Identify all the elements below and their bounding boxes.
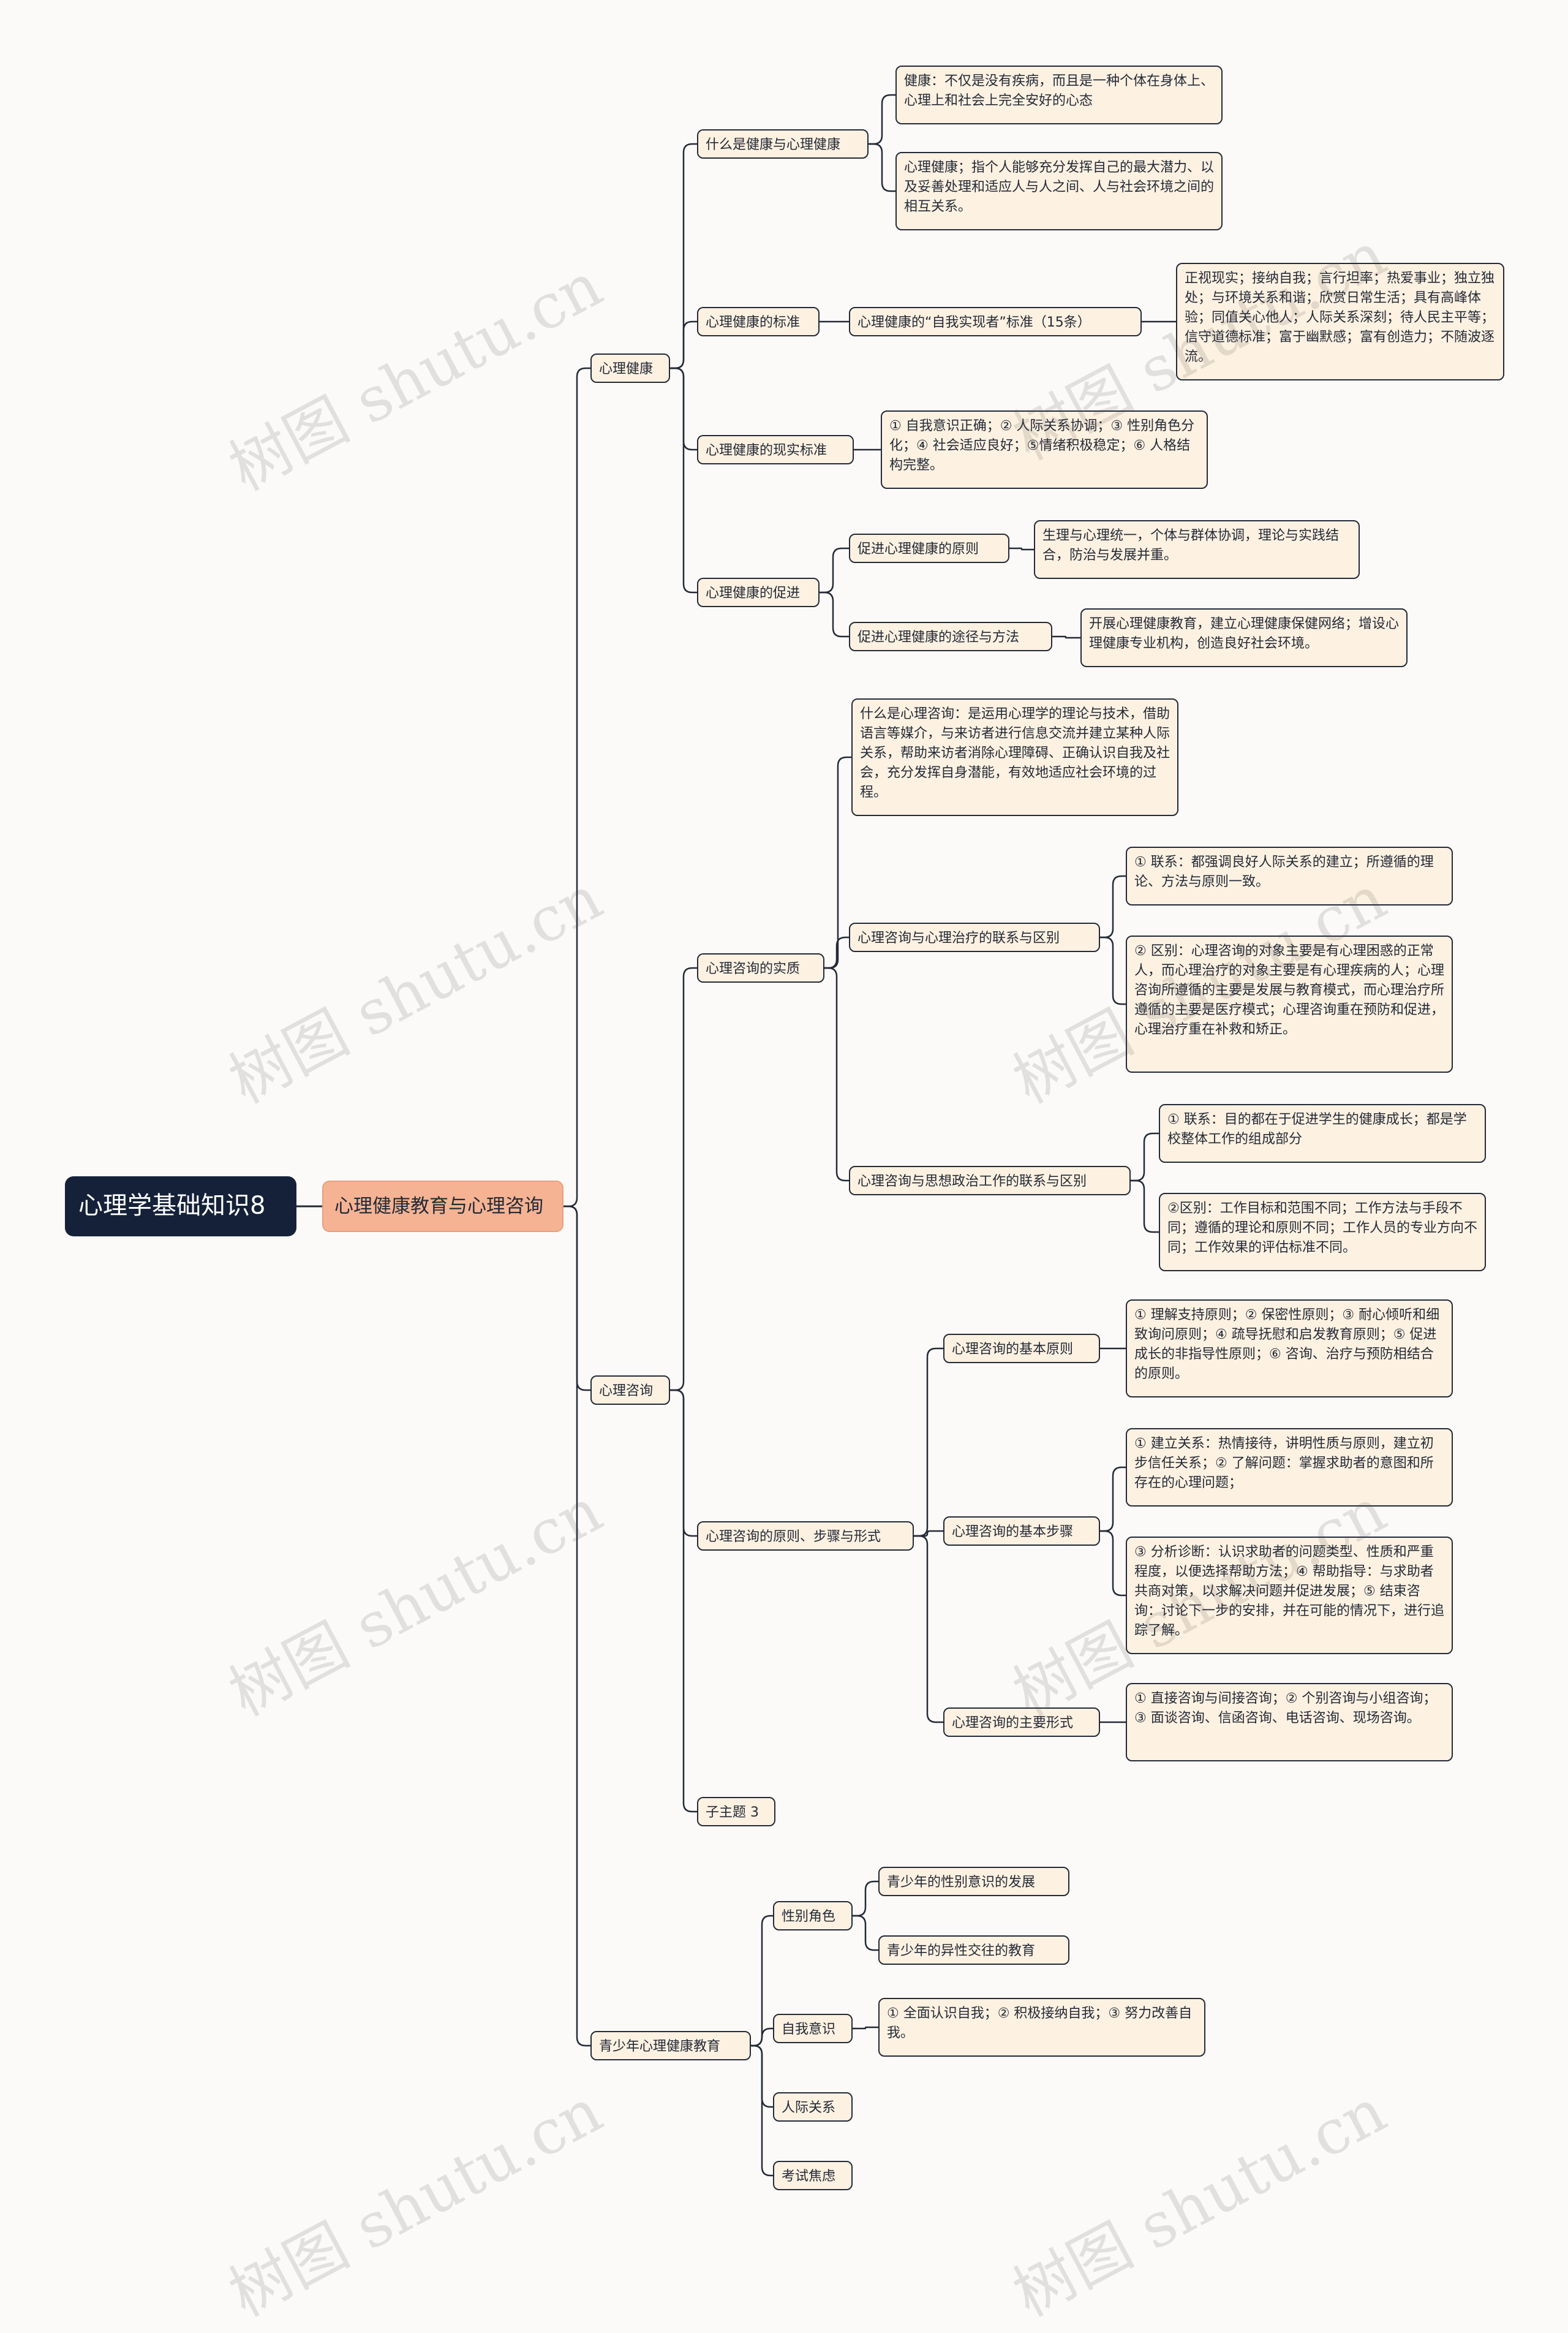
node-xljk[interactable]: 心理健康 — [590, 354, 670, 383]
connector-sizheng-sizheng-qb — [1131, 1179, 1159, 1233]
connector-yzbx-buzhou — [914, 1530, 943, 1537]
node-yuanze[interactable]: 促进心理健康的原则 — [849, 534, 1009, 563]
node-zwyz-detail[interactable]: ① 全面认识自我；② 积极接纳自我；③ 努力改善自我。 — [878, 1998, 1205, 2057]
node-xingshi-detail[interactable]: ① 直接咨询与间接咨询；② 个别咨询与小组咨询；③ 面谈咨询、信函咨询、电话咨询… — [1126, 1683, 1453, 1761]
connector-cujin-tujing — [820, 591, 849, 638]
node-xingshi[interactable]: 心理咨询的主要形式 — [943, 1707, 1100, 1737]
connector-zhiliao-zhiliao-qb — [1100, 936, 1126, 1005]
node-root[interactable]: 心理学基础知识8 — [65, 1176, 296, 1236]
connector-lines — [296, 94, 1176, 2177]
connector-xbjs-xbjs-1 — [853, 1880, 878, 1917]
node-xianshi[interactable]: 心理健康的现实标准 — [697, 435, 854, 464]
connector-tujing-tujing-detail — [1052, 635, 1080, 639]
connector-yzbx-xingshi — [914, 1535, 943, 1723]
node-tujing-detail[interactable]: 开展心理健康教育，建立心理健康保健网络；增设心理健康专业机构，创造良好社会环境。 — [1080, 608, 1408, 667]
node-shizhi[interactable]: 心理咨询的实质 — [697, 953, 824, 983]
node-sizheng[interactable]: 心理咨询与思想政治工作的联系与区别 — [849, 1166, 1131, 1195]
connector-zwyz-zwyz-detail — [853, 2026, 878, 2030]
node-shizhi-detail[interactable]: 什么是心理咨询：是运用心理学的理论与技术，借助语言等媒介，与来访者进行信息交流并… — [851, 698, 1178, 816]
node-jk-def[interactable]: 健康：不仅是没有疾病，而且是一种个体在身体上、心理上和社会上完全安好的心态 — [895, 66, 1223, 124]
node-jbyz[interactable]: 心理咨询的基本原则 — [943, 1334, 1100, 1363]
node-jbyz-detail[interactable]: ① 理解支持原则；② 保密性原则；③ 耐心倾听和细致询问原则；④ 疏导抚慰和启发… — [1126, 1299, 1453, 1397]
node-tujing[interactable]: 促进心理健康的途径与方法 — [849, 622, 1052, 651]
connector-zhiliao-zhiliao-lx — [1100, 875, 1126, 939]
connector-qsn-xbjs — [751, 1915, 773, 2047]
connector-yuanze-yuanze-detail — [1009, 547, 1034, 551]
connector-buzhou-buzhou-1 — [1100, 1466, 1126, 1532]
connector-xlzx-zizhuti — [670, 1389, 697, 1813]
node-buzhou-1[interactable]: ① 建立关系：热情接待，讲明性质与原则，建立初步信任关系；② 了解问题：掌握求助… — [1126, 1428, 1453, 1507]
node-buzhou[interactable]: 心理咨询的基本步骤 — [943, 1516, 1100, 1546]
node-sizheng-qb[interactable]: ②区别：工作目标和范围不同；工作方法与手段不同；遵循的理论和原则不同；工作人员的… — [1159, 1193, 1486, 1271]
connector-main-xljk — [564, 367, 590, 1208]
connector-buzhou-buzhou-2 — [1100, 1530, 1126, 1597]
connector-xlzx-shizhi — [670, 967, 697, 1391]
node-zwsx-detail[interactable]: 正视现实；接纳自我；言行坦率；热爱事业；独立独处；与环境关系和谐；欣赏日常生活；… — [1176, 263, 1504, 380]
mind-map: 心理学基础知识8 心理健康教育与心理咨询 心理健康 什么是健康与心理健康健康：不仅是没… — [65, 66, 1504, 2331]
node-yzbx[interactable]: 心理咨询的原则、步骤与形式 — [697, 1521, 914, 1551]
connector-smsjk-jk-def — [869, 94, 895, 145]
node-zizhuti[interactable]: 子主题 3 — [697, 1797, 775, 1826]
node-rjgx[interactable]: 人际关系 — [773, 2092, 853, 2122]
connector-smsjk-xljk-def — [869, 143, 895, 192]
node-zwyz[interactable]: 自我意识 — [773, 2014, 853, 2043]
node-xbjs-1[interactable]: 青少年的性别意识的发展 — [878, 1867, 1069, 1896]
node-cujin[interactable]: 心理健康的促进 — [697, 578, 820, 607]
node-main[interactable]: 心理健康教育与心理咨询 — [322, 1181, 564, 1232]
node-zhiliao[interactable]: 心理咨询与心理治疗的联系与区别 — [849, 923, 1100, 952]
connector-sizheng-sizheng-lx — [1131, 1132, 1159, 1182]
node-buzhou-2[interactable]: ③ 分析诊断：认识求助者的问题类型、性质和严重程度，以便选择帮助方法；④ 帮助指… — [1126, 1537, 1453, 1654]
connector-shizhi-zhiliao — [824, 936, 849, 969]
connector-yzbx-jbyz — [914, 1347, 943, 1537]
connector-xbjs-xbjs-2 — [853, 1915, 878, 1951]
connector-main-qsn — [564, 1205, 590, 2047]
node-zwsx[interactable]: 心理健康的“自我实现者”标准（15条） — [849, 307, 1142, 336]
connector-xljk-biaozhun — [670, 320, 697, 369]
node-xbjs[interactable]: 性别角色 — [773, 1901, 853, 1930]
node-zhiliao-qb[interactable]: ② 区别：心理咨询的对象主要是有心理困惑的正常人，而心理治疗的对象主要是有心理疾… — [1126, 936, 1453, 1073]
node-ksjl[interactable]: 考试焦虑 — [773, 2161, 853, 2190]
connector-shizhi-shizhi-detail — [824, 756, 851, 969]
node-biaozhun[interactable]: 心理健康的标准 — [697, 307, 820, 336]
node-qsn[interactable]: 青少年心理健康教育 — [590, 2031, 751, 2060]
node-xbjs-2[interactable]: 青少年的异性交往的教育 — [878, 1935, 1069, 1965]
node-xianshi-detail[interactable]: ① 自我意识正确；② 人际关系协调；③ 性别角色分化；④ 社会适应良好；⑤情绪积… — [881, 410, 1208, 489]
node-xljk-def[interactable]: 心理健康；指个人能够充分发挥自己的最大潜力、以及妥善处理和适应人与人之间、人与社… — [895, 152, 1223, 230]
connector-shizhi-sizheng — [824, 967, 849, 1182]
connector-cujin-yuanze — [820, 547, 849, 594]
node-sizheng-lx[interactable]: ① 联系：目的都在于促进学生的健康成长；都是学校整体工作的组成部分 — [1159, 1104, 1486, 1163]
node-yuanze-detail[interactable]: 生理与心理统一，个体与群体协调，理论与实践结合，防治与发展并重。 — [1034, 520, 1360, 579]
node-zhiliao-lx[interactable]: ① 联系：都强调良好人际关系的建立；所遵循的理论、方法与原则一致。 — [1126, 847, 1453, 906]
node-xlzx[interactable]: 心理咨询 — [590, 1375, 670, 1405]
connector-qsn-ksjl — [751, 2044, 773, 2177]
connector-xljk-cujin — [670, 367, 697, 594]
node-smsjk[interactable]: 什么是健康与心理健康 — [697, 129, 869, 159]
